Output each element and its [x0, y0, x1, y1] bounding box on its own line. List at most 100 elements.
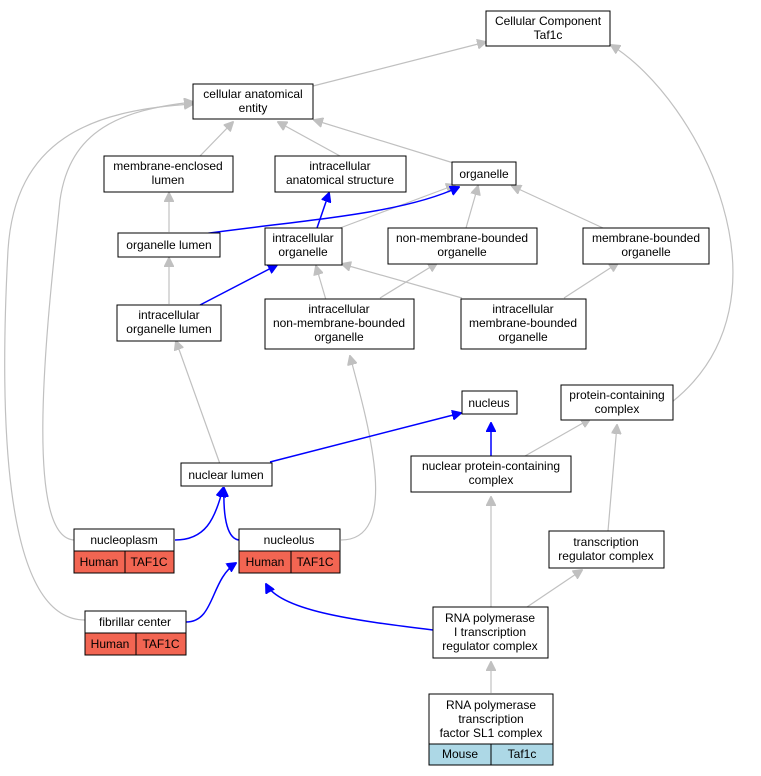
node-membrane-enclosed-lumen[interactable]: membrane-enclosed lumen	[103, 155, 234, 193]
node-nuclear-protein-containing-complex[interactable]: nuclear protein-containing complex	[410, 455, 572, 493]
node-label: RNA polymerase	[445, 611, 535, 625]
node-organelle[interactable]: organelle	[451, 161, 517, 186]
gene-label: TAF1C	[142, 637, 179, 651]
node-label: lumen	[152, 173, 185, 187]
node-intracellular-organelle[interactable]: intracellular organelle	[264, 227, 343, 266]
node-intracellular-organelle-lumen[interactable]: intracellular organelle lumen	[116, 304, 222, 342]
node-label: intracellular	[138, 308, 199, 322]
node-label: nucleolus	[264, 533, 315, 547]
edge	[4, 104, 193, 621]
gene-label: Taf1c	[508, 747, 537, 761]
node-rna-polymerase-transcription-factor-sl1-complex[interactable]: RNA polymerase transcription factor SL1 …	[428, 693, 554, 766]
node-label: protein-containing	[569, 388, 664, 402]
node-label: non-membrane-bounded	[396, 231, 528, 245]
node-intracellular-membrane-bounded-organelle[interactable]: intracellular membrane-bounded organelle	[460, 298, 587, 350]
species-label: Human	[246, 555, 285, 569]
node-fibrillar-center[interactable]: fibrillar center Human TAF1C	[84, 610, 187, 656]
edge	[611, 45, 734, 403]
edge	[316, 266, 327, 301]
node-label: I transcription	[454, 625, 526, 639]
gene-badge	[135, 632, 187, 656]
edge	[185, 563, 236, 623]
node-rna-polymerase-i-transcription-regulator-complex[interactable]: RNA polymerase I transcription regulator…	[432, 606, 549, 659]
edge	[465, 186, 478, 229]
node-protein-containing-complex[interactable]: protein-containing complex	[560, 384, 674, 421]
node-label: RNA polymerase	[446, 698, 536, 712]
node-label: organelle lumen	[126, 238, 211, 252]
node-nuclear-lumen[interactable]: nuclear lumen	[180, 462, 273, 487]
node-label: Cellular Component	[495, 14, 602, 28]
edge	[379, 263, 437, 299]
edge	[563, 263, 618, 299]
node-label: anatomical structure	[286, 173, 394, 187]
edge	[340, 356, 377, 541]
node-cellular-anatomical-entity[interactable]: cellular anatomical entity	[192, 83, 314, 120]
gene-badge	[490, 743, 554, 766]
node-membrane-bounded-organelle[interactable]: membrane-bounded organelle	[582, 227, 710, 265]
edge	[199, 265, 277, 306]
node-transcription-regulator-complex[interactable]: transcription regulator complex	[548, 530, 665, 569]
edge	[524, 419, 590, 457]
node-nucleoplasm[interactable]: nucleoplasm Human TAF1C	[73, 528, 175, 574]
edge	[42, 102, 193, 541]
edge	[266, 584, 434, 631]
node-label: organelle	[498, 330, 548, 344]
node-label: nuclear lumen	[188, 468, 263, 482]
node-label: complex	[469, 473, 514, 487]
edge	[194, 187, 459, 236]
node-cellular-component[interactable]: Cellular Component Taf1c	[485, 10, 611, 47]
node-label: entity	[239, 101, 268, 115]
edge	[176, 341, 221, 465]
node-label: nucleoplasm	[90, 533, 157, 547]
node-label: transcription	[573, 535, 638, 549]
node-label: fibrillar center	[99, 615, 171, 629]
node-nucleus[interactable]: nucleus	[461, 390, 518, 415]
edge	[174, 488, 223, 541]
gene-badge	[290, 550, 341, 574]
node-label: non-membrane-bounded	[273, 316, 405, 330]
edge	[199, 122, 233, 157]
blue-edges	[174, 187, 491, 631]
edge	[312, 42, 486, 87]
node-label: membrane-bounded	[469, 316, 577, 330]
node-label: factor SL1 complex	[440, 726, 543, 740]
node-label: organelle	[621, 245, 671, 259]
node-label: transcription	[458, 712, 523, 726]
node-label: organelle	[278, 245, 328, 259]
gene-label: TAF1C	[130, 555, 167, 569]
species-label: Human	[80, 555, 119, 569]
node-intracellular-anatomical-structure[interactable]: intracellular anatomical structure	[274, 155, 407, 193]
species-label: Human	[91, 637, 130, 651]
node-label: complex	[595, 402, 640, 416]
node-label: membrane-enclosed	[113, 159, 222, 173]
node-label: cellular anatomical	[203, 87, 302, 101]
node-label: membrane-bounded	[592, 231, 700, 245]
node-label: regulator complex	[558, 549, 653, 563]
edge	[314, 120, 461, 166]
node-label: nuclear protein-containing	[422, 459, 560, 473]
edge	[512, 186, 604, 229]
edge	[278, 122, 341, 157]
edge	[526, 570, 582, 608]
node-label: intracellular	[308, 302, 369, 316]
node-non-membrane-bounded-organelle[interactable]: non-membrane-bounded organelle	[387, 227, 538, 265]
node-nucleolus[interactable]: nucleolus Human TAF1C	[238, 528, 341, 574]
edge	[316, 193, 329, 229]
node-label: organelle	[459, 167, 509, 181]
node-intracellular-non-membrane-bounded-organelle[interactable]: intracellular non-membrane-bounded organ…	[264, 298, 415, 350]
node-label: nucleus	[468, 396, 509, 410]
node-label: organelle lumen	[126, 322, 211, 336]
gene-badge	[124, 550, 175, 574]
node-label: regulator complex	[442, 639, 537, 653]
gray-edges	[4, 42, 734, 693]
node-label: intracellular	[272, 231, 333, 245]
species-label: Mouse	[442, 747, 478, 761]
node-label: Taf1c	[534, 28, 563, 42]
node-label: organelle	[314, 330, 364, 344]
gene-label: TAF1C	[296, 555, 333, 569]
node-organelle-lumen[interactable]: organelle lumen	[117, 232, 221, 258]
node-label: intracellular	[309, 159, 370, 173]
edge	[607, 425, 617, 532]
nodes: Cellular Component Taf1c cellular anatom…	[73, 10, 710, 766]
